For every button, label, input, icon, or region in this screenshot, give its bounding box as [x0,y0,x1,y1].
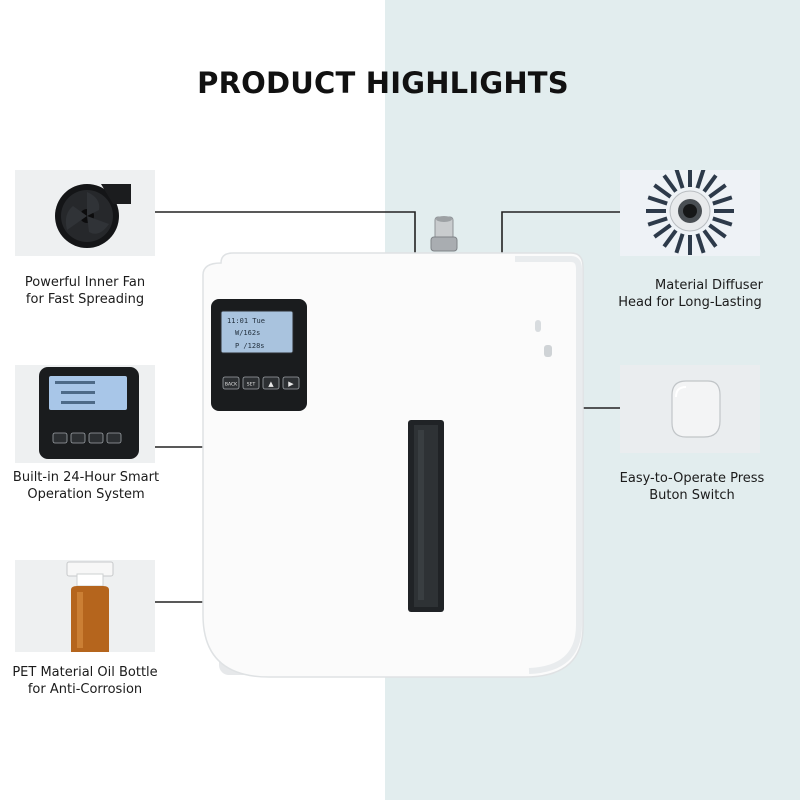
diffuser-ray [702,229,718,248]
fan-thumb [15,170,155,256]
diffuser-device: 11:01 Tue W/162s P /128s BACK SET ▲ ▶ [202,216,584,678]
diffuser-ray [712,216,733,227]
page-title: PRODUCT HIGHLIGHTS [197,66,569,100]
diffuser-head-caption: Material Diffuser Head for Long-Lasting [598,277,782,311]
oil-bottle-icon [15,560,155,652]
press-button-thumb [620,365,760,453]
diffuser-ray [712,195,733,206]
btn-label-3: ▲ [268,380,274,388]
press-button-caption-line-2: Buton Switch [649,488,735,503]
screen-line-2: W/162s [235,329,260,337]
diffuser-ray [674,170,685,189]
diffuser-ray [647,195,668,206]
diffuser-ray [653,223,672,239]
diffuser-head-icon [620,170,760,256]
btn-label-1: BACK [225,382,238,388]
press-button-icon [620,365,760,453]
bottle-caption-line-1: PET Material Oil Bottle [12,665,158,680]
control-caption: Built-in 24-Hour Smart Operation System [6,469,166,503]
diffuser-ray [647,216,668,227]
bottle-thumb [15,560,155,652]
diffuser-head-caption-line-1: Material Diffuser [655,278,763,293]
diffuser-ray [708,183,727,199]
fan-caption: Powerful Inner Fan for Fast Spreading [10,274,160,308]
diffuser-ray [674,233,685,254]
control-thumb [15,365,155,463]
control-caption-line-2: Operation System [27,487,145,502]
diffuser-ray [695,233,706,254]
fan-icon [15,170,155,256]
btn-label-4: ▶ [288,380,294,388]
diffuser-head-caption-line-2: Head for Long-Lasting [618,295,762,310]
bottle-caption-line-2: for Anti-Corrosion [27,682,143,697]
bottle-caption: PET Material Oil Bottle for Anti-Corrosi… [4,664,166,698]
press-button-caption: Easy-to-Operate Press Buton Switch [600,470,784,504]
screen-buttons: BACK SET ▲ ▶ [222,376,300,390]
screen-line-3: P /128s [235,342,265,350]
diffuser-ray [662,174,678,193]
control-caption-line-1: Built-in 24-Hour Smart [12,470,160,485]
diffuser-ray [695,170,706,189]
screen-line-1: 11:01 Tue [227,317,265,325]
fan-caption-line-2: for Fast Spreading [25,292,145,307]
diffuser-head-thumb [620,170,760,256]
fan-caption-line-1: Powerful Inner Fan [24,275,146,290]
btn-label-2: SET [247,382,256,388]
diffuser-ray [702,174,718,193]
control-panel-icon [15,365,155,463]
diffuser-ray [662,229,678,248]
diffuser-ray [653,183,672,199]
diffuser-ray [708,223,727,239]
press-button-caption-line-1: Easy-to-Operate Press [619,471,765,486]
